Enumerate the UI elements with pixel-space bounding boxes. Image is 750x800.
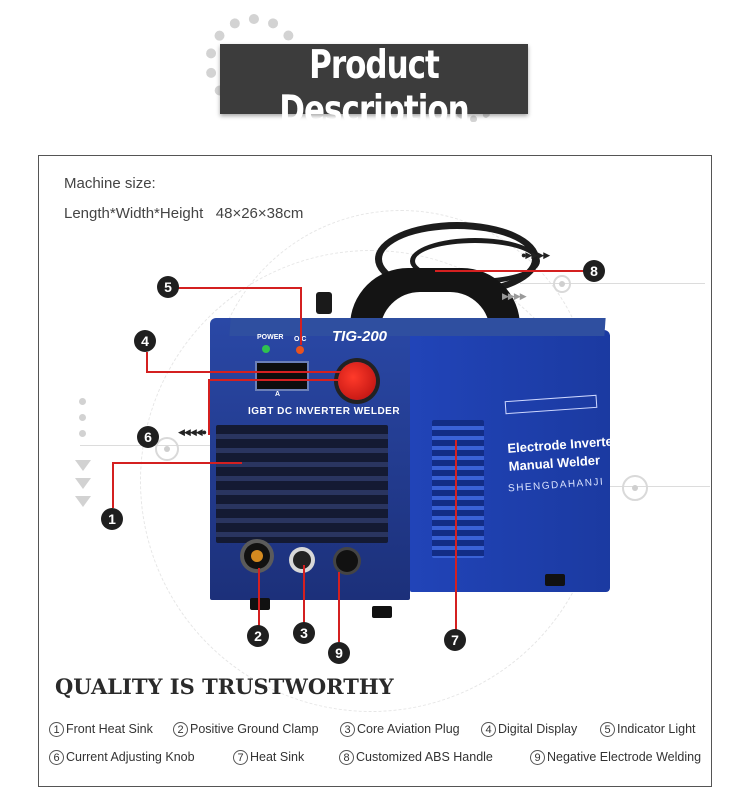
callout-9: 9 (328, 642, 350, 664)
callout-line (435, 270, 585, 272)
legend-number: 9 (530, 750, 545, 766)
legend-number: 7 (233, 750, 248, 766)
negative-terminal (336, 550, 358, 572)
target-icon (155, 437, 179, 461)
decorative-dot (79, 414, 86, 421)
quality-heading: QUALITY IS TRUSTWORTHY (55, 674, 394, 699)
arrow-markers-icon: ●▶▶▶▶ (521, 250, 550, 260)
callout-line (258, 568, 260, 628)
callout-5: 5 (157, 276, 179, 298)
legend-label: Indicator Light (617, 722, 696, 736)
legend-label: Negative Electrode Welding (547, 750, 702, 764)
legend-label: Positive Ground Clamp (190, 722, 319, 736)
guide-line (600, 486, 710, 487)
machine-foot (372, 606, 392, 618)
amp-label: A (275, 391, 281, 398)
page-title: Product Description (279, 43, 470, 133)
decorative-dot (79, 430, 86, 437)
callout-2: 2 (247, 625, 269, 647)
arrow-markers-icon: ◀◀◀◀● (178, 427, 207, 437)
arrow-markers-icon: ▶▶▶▶ (502, 291, 527, 301)
machine-top (229, 318, 606, 336)
legend-label: Digital Display (498, 722, 578, 736)
model-label: TIG-200 (332, 328, 388, 345)
callout-3: 3 (293, 622, 315, 644)
callout-line (146, 371, 341, 373)
callout-line (178, 287, 302, 289)
callout-line (455, 440, 457, 632)
callout-8: 8 (583, 260, 605, 282)
target-icon (622, 475, 648, 501)
callout-4: 4 (134, 330, 156, 352)
digital-display (255, 361, 309, 391)
callout-1: 1 (101, 508, 123, 530)
front-banner: IGBT DC INVERTER WELDER (248, 406, 401, 417)
aviation-plug (293, 551, 311, 569)
legend-label: Core Aviation Plug (357, 722, 460, 736)
callout-line (208, 379, 210, 435)
title-banner (220, 44, 528, 114)
power-label: POWER (257, 334, 284, 341)
side-heat-sink (432, 420, 484, 558)
machine-size-value: Length*Width*Height 48×26×38cm (64, 205, 304, 222)
plug-icon (316, 292, 332, 314)
triangle-down-icon (75, 496, 91, 507)
callout-line (303, 565, 305, 625)
callout-line (112, 462, 114, 508)
decorative-dot (79, 398, 86, 405)
guide-line (520, 283, 705, 284)
front-heat-sink (216, 425, 388, 543)
triangle-down-icon (75, 460, 91, 471)
legend-number: 8 (339, 750, 354, 766)
triangle-down-icon (75, 478, 91, 489)
legend-number: 2 (173, 722, 188, 738)
callout-line (300, 287, 302, 345)
callout-line (146, 352, 148, 372)
legend-number: 5 (600, 722, 615, 738)
callout-line (208, 379, 340, 381)
legend-number: 3 (340, 722, 355, 738)
callout-line (338, 572, 340, 642)
positive-terminal (244, 543, 270, 569)
machine-size-label: Machine size: (64, 175, 156, 192)
legend-number: 4 (481, 722, 496, 738)
legend-label: Front Heat Sink (66, 722, 153, 736)
legend-number: 1 (49, 722, 64, 738)
current-adjusting-knob (338, 362, 376, 400)
callout-line (112, 462, 242, 464)
legend-number: 6 (49, 750, 64, 766)
callout-6: 6 (137, 426, 159, 448)
machine-foot (545, 574, 565, 586)
legend-label: Current Adjusting Knob (66, 750, 195, 764)
side-title: Electrode Inverter Manual Welder (507, 432, 620, 476)
legend-label: Customized ABS Handle (356, 750, 493, 764)
machine-foot (250, 598, 270, 610)
legend-label: Heat Sink (250, 750, 305, 764)
power-indicator-light (262, 345, 270, 353)
target-icon (553, 275, 571, 293)
oc-indicator-light (296, 346, 304, 354)
callout-7: 7 (444, 629, 466, 651)
